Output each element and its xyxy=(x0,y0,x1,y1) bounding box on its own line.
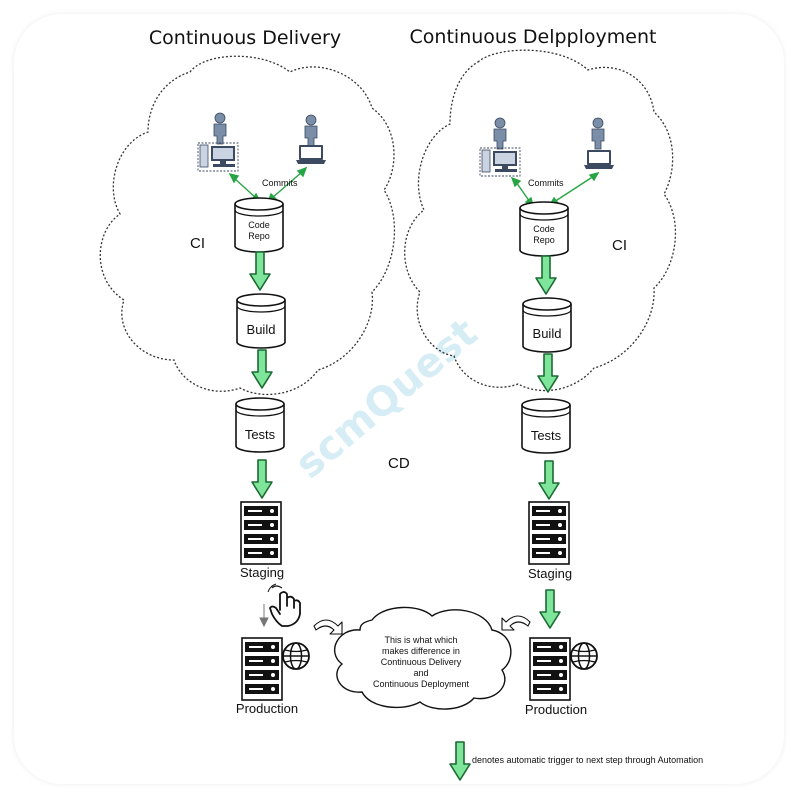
left-ci-cloud xyxy=(99,55,396,395)
left-developer-laptop xyxy=(296,114,326,164)
person-icon xyxy=(304,114,318,147)
green-arrow-icon xyxy=(538,460,560,500)
globe-icon xyxy=(282,642,310,670)
green-arrow-icon xyxy=(535,255,557,295)
green-arrow-icon xyxy=(251,349,273,389)
server-rack-icon xyxy=(528,501,570,565)
database-icon xyxy=(235,397,285,453)
right-code-repo-line2: Repo xyxy=(533,235,555,245)
difference-note-cloud xyxy=(333,606,512,710)
right-staging-label: Staging xyxy=(528,566,572,581)
left-commits-label: Commits xyxy=(262,178,298,188)
left-developer-desktop xyxy=(197,112,239,172)
green-arrow-icon xyxy=(537,353,559,393)
left-build-label: Build xyxy=(247,322,276,337)
left-build: Build xyxy=(236,293,286,349)
right-production: Production xyxy=(525,637,598,717)
database-icon xyxy=(522,297,572,353)
left-production-label: Production xyxy=(236,701,298,716)
person-icon xyxy=(493,117,507,150)
laptop-icon xyxy=(296,145,326,164)
right-code-repo-line1: Code xyxy=(533,224,555,234)
hand-pointer-icon xyxy=(267,583,301,627)
person-icon xyxy=(213,112,227,145)
legend-text: denotes automatic trigger to next step t… xyxy=(472,755,703,765)
desktop-computer-icon xyxy=(197,142,239,172)
manual-down-arrow xyxy=(259,604,269,628)
server-rack-icon xyxy=(240,501,282,565)
right-developer-desktop xyxy=(479,117,521,177)
curved-arrow-icon xyxy=(313,619,343,635)
green-arrow-icon xyxy=(249,251,271,291)
note-line-2: makes difference in xyxy=(382,646,460,656)
right-production-label: Production xyxy=(525,702,587,717)
watermark: scmQuest xyxy=(287,310,486,488)
laptop-icon xyxy=(584,150,614,169)
right-ci-cloud xyxy=(404,49,677,392)
note-line-1: This is what which xyxy=(384,635,457,645)
server-rack-icon xyxy=(529,637,571,701)
curved-arrow-icon xyxy=(501,615,531,631)
left-ci-label: CI xyxy=(190,235,205,252)
left-staging: Staging xyxy=(240,501,284,580)
right-developer-laptop xyxy=(584,117,614,169)
left-code-repo: Code Repo xyxy=(234,197,284,253)
right-staging: Staging xyxy=(528,501,572,581)
right-tests-label: Tests xyxy=(531,428,562,443)
server-rack-icon xyxy=(241,637,283,701)
person-icon xyxy=(591,117,605,150)
database-icon xyxy=(521,398,571,454)
left-tests: Tests xyxy=(235,397,285,453)
left-production: Production xyxy=(236,637,310,716)
note-line-4: and xyxy=(413,668,428,678)
legend-green-arrow-icon xyxy=(449,741,471,781)
right-build-label: Build xyxy=(533,326,562,341)
database-icon xyxy=(236,293,286,349)
note-line-3: Continuous Delivery xyxy=(381,657,462,667)
right-ci-label: CI xyxy=(612,237,627,254)
left-code-repo-line2: Repo xyxy=(248,231,270,241)
left-staging-label: Staging xyxy=(240,565,284,580)
note-line-5: Continuous Deployment xyxy=(373,679,470,689)
continuous-delivery-title: Continuous Delivery xyxy=(149,27,341,49)
globe-icon xyxy=(570,642,598,670)
right-commits-label: Commits xyxy=(528,178,564,188)
right-tests: Tests xyxy=(521,398,571,454)
left-code-repo-line1: Code xyxy=(248,220,270,230)
right-build: Build xyxy=(522,297,572,353)
left-tests-label: Tests xyxy=(245,427,276,442)
cd-label: CD xyxy=(388,455,410,472)
right-code-repo: Code Repo xyxy=(519,201,569,257)
green-arrow-icon xyxy=(539,589,561,629)
desktop-computer-icon xyxy=(479,147,521,177)
difference-note-text: This is what which makes difference in C… xyxy=(373,635,470,689)
continuous-deployment-title: Continuous Delpployment xyxy=(410,26,657,48)
green-arrow-icon xyxy=(251,459,273,499)
